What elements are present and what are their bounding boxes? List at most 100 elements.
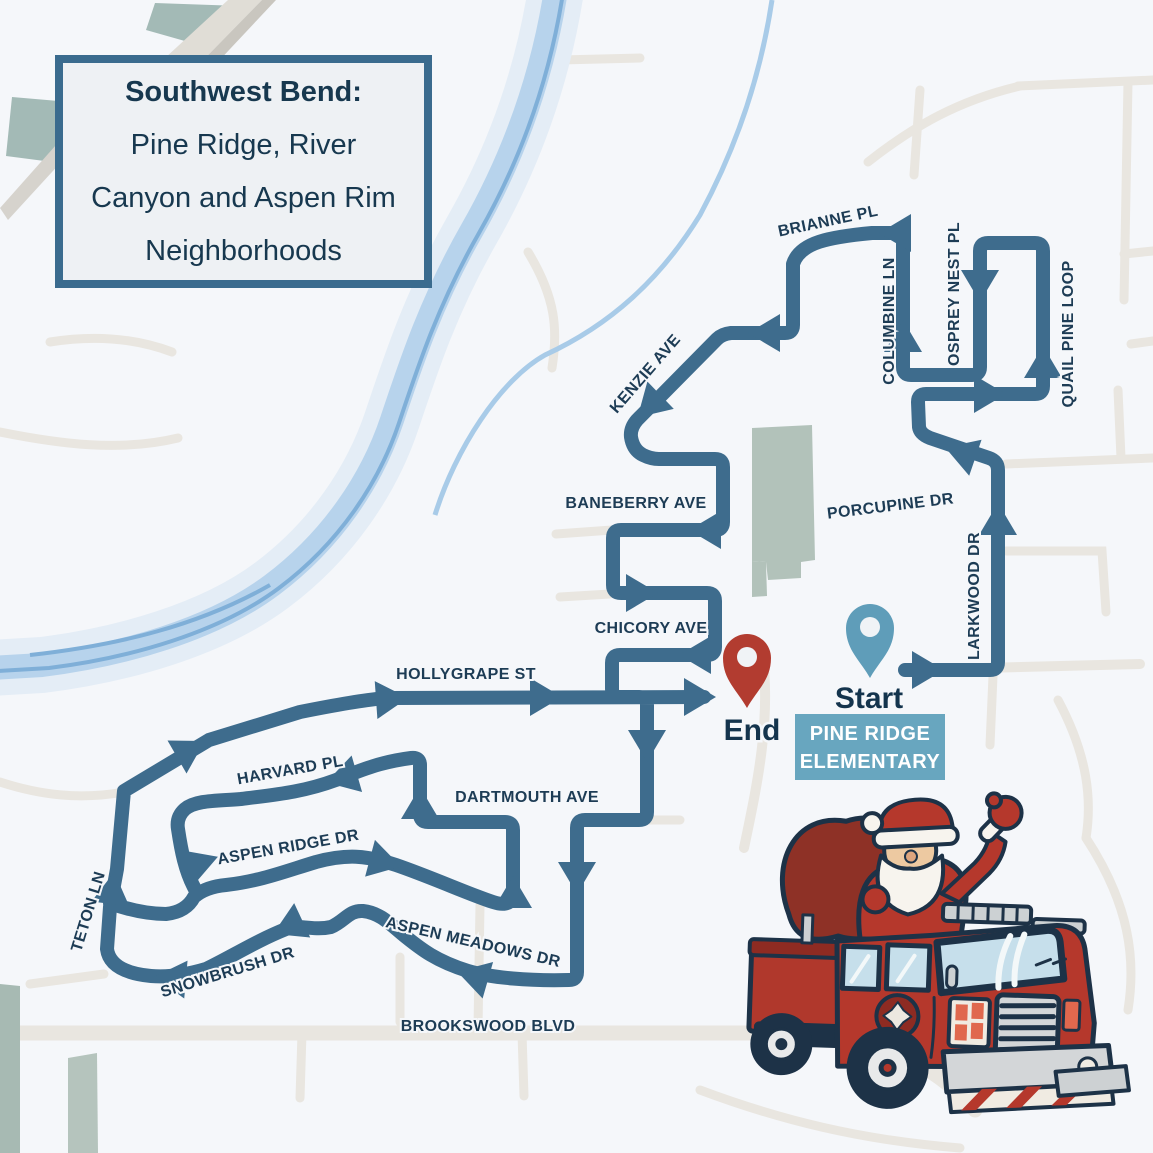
grille-slats (997, 1003, 1057, 1053)
route-arrow (679, 636, 711, 674)
river-line (0, 0, 564, 673)
santa-hat-brim (871, 824, 960, 850)
base-street (25, 969, 109, 989)
base-street (1053, 695, 1093, 843)
base-street (1001, 546, 1111, 617)
map-title-line-2: Pine Ridge, River (130, 128, 357, 161)
base-street (695, 1085, 965, 1153)
street-label: PORCUPINE DR (826, 490, 955, 522)
school-label-line-1: PINE RIDGE (809, 723, 931, 745)
route-layer (91, 214, 1062, 999)
truck-door-line (929, 995, 936, 1059)
base-street (295, 1028, 307, 1103)
map-area-shape (0, 984, 20, 1153)
end-pin (723, 634, 771, 708)
santa-hat-pom (860, 811, 885, 836)
base-street (863, 81, 1025, 167)
route-arrow (558, 862, 596, 894)
truck-door-handle (945, 964, 959, 990)
base-street (1001, 453, 1153, 469)
map-area-shape (68, 1053, 98, 1153)
route-arrow (530, 678, 562, 716)
route-arrow (273, 903, 311, 938)
street-label: HOLLYGRAPE ST (396, 666, 536, 683)
santa-fire-truck-illustration (746, 791, 1131, 1115)
map-area-shape (752, 425, 815, 580)
street-label: CHICORY AVE (595, 620, 708, 637)
base-street (555, 589, 615, 602)
truck-wiper (1034, 957, 1068, 967)
truck-step (1053, 1064, 1131, 1098)
route-arrow (401, 787, 439, 819)
route-arrow (626, 574, 658, 612)
map-title-line-4: Neighborhoods (145, 234, 342, 267)
base-street (0, 777, 129, 801)
route-arrow (974, 375, 1006, 413)
base-street (1119, 246, 1153, 259)
route-arrow (1024, 346, 1062, 378)
route-arrow (748, 314, 780, 352)
street-label: BROOKSWOOD BLVD (401, 1018, 576, 1035)
headlight-b (971, 1002, 984, 1020)
base-street (1119, 77, 1133, 305)
route-arrow (494, 876, 532, 908)
river-braid (29, 583, 271, 657)
base-street (1013, 75, 1153, 91)
front-wheel-dot (883, 1063, 892, 1072)
start-pin-hole (860, 617, 880, 637)
base-street (1081, 833, 1136, 1015)
truck-windshield-glare (995, 931, 1028, 991)
base-street (517, 1028, 529, 1101)
marker-layer: Start End (721, 604, 906, 750)
route-main-path (100, 226, 1050, 988)
street-label: OSPREY NEST PL (946, 222, 963, 366)
route-arrow (326, 755, 363, 792)
route-arrow (637, 381, 674, 418)
route-arrow (91, 872, 130, 907)
route-arrow (884, 320, 922, 352)
map-title-box: Southwest Bend: Pine Ridge, River Canyon… (55, 55, 432, 288)
school-label-line-2: ELEMENTARY (799, 751, 941, 773)
base-street (523, 247, 560, 373)
route-arrow (945, 439, 982, 476)
truck-window-glare (849, 953, 917, 984)
street-label: QUAIL PINE LOOP (1060, 260, 1077, 407)
street-label: COLUMBINE LN (881, 257, 898, 384)
street-label: BANEBERRY AVE (565, 495, 706, 512)
route-arrow (961, 270, 999, 302)
route-arrow (912, 651, 944, 689)
base-street (985, 671, 998, 750)
route-arrow (879, 214, 911, 252)
base-street (1126, 336, 1153, 349)
truck-lightbar-segments (956, 904, 1019, 923)
route-arrow (167, 740, 205, 774)
route-arrow (689, 511, 721, 549)
map-title-line-1: Southwest Bend: (125, 75, 362, 108)
route-arrow (180, 850, 218, 885)
route-arrow (374, 681, 408, 720)
route-arrow (684, 678, 716, 716)
map-area-shape (752, 561, 767, 597)
route-arrow (365, 839, 401, 877)
truck-pole (800, 913, 815, 945)
river-band (0, 0, 567, 680)
headlight-c (954, 1024, 968, 1041)
base-street (555, 53, 645, 65)
route-arrow (154, 960, 188, 999)
route-arrow (979, 503, 1017, 535)
base-street (0, 427, 183, 450)
route-loop-path (103, 750, 520, 921)
santa-nose (903, 849, 918, 864)
santa-arm (939, 829, 1008, 905)
map-title-line-3: Canyon and Aspen Rim (91, 181, 396, 214)
bumper-stripes (961, 1084, 1088, 1111)
rear-wheel-hub (775, 1038, 788, 1051)
santa-mitten-left (860, 884, 891, 915)
end-label: End (724, 714, 781, 747)
base-street (909, 85, 925, 180)
street-label: DARTMOUTH AVE (455, 789, 599, 806)
school-label-box: PINE RIDGE ELEMENTARY (795, 714, 945, 780)
end-pin-hole (737, 647, 757, 667)
headlight-d (970, 1022, 984, 1040)
